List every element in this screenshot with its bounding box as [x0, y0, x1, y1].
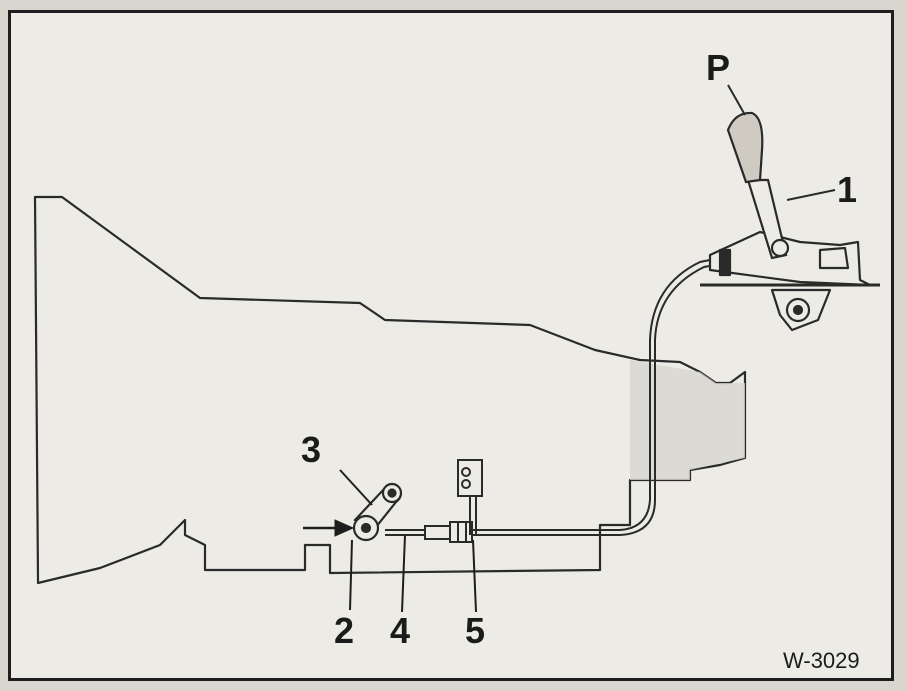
housing-shade [630, 360, 745, 480]
callout-4: 4 [390, 610, 411, 651]
callout-p: P [706, 47, 731, 88]
shift-cable [385, 257, 721, 543]
figure-code: W-3029 [783, 648, 860, 673]
leader-lines [339, 469, 477, 613]
callout-5: 5 [465, 610, 486, 651]
shift-lever [726, 84, 836, 260]
callout-3: 3 [301, 429, 322, 470]
cable-bracket [457, 459, 483, 535]
lever-arrow [303, 519, 355, 537]
callout-2: 2 [334, 610, 355, 651]
shifter-assembly [700, 230, 880, 332]
callout-1: 1 [837, 169, 858, 210]
selector-lever [352, 482, 403, 542]
